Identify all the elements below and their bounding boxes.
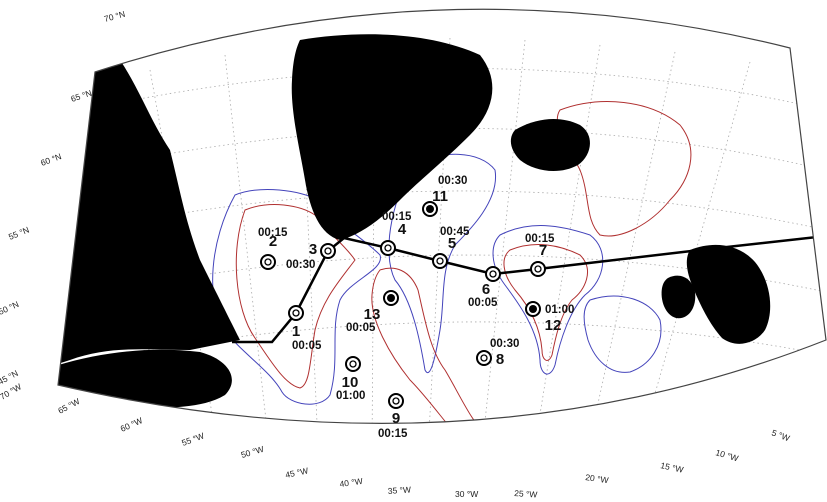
lon-label-60: 60 °W	[119, 415, 144, 434]
station-time: 01:00	[545, 304, 574, 316]
station-marker-dot	[349, 360, 357, 368]
latitude-labels: 70 °N 65 °N 60 °N 55 °N 50 °N 45 °N	[0, 9, 126, 387]
station-marker-dot	[292, 309, 300, 317]
station-marker-dot	[264, 258, 272, 266]
station-marker-ring	[388, 393, 404, 409]
lon-label-50: 50 °W	[240, 444, 265, 460]
station-1: 100:05	[288, 305, 322, 352]
station-number: 1	[292, 323, 300, 340]
station-time: 00:15	[378, 428, 408, 440]
station-9: 900:15	[378, 393, 408, 440]
lon-label-30: 30 °W	[455, 489, 478, 499]
lon-label-15: 15 °W	[660, 460, 685, 475]
station-number: 4	[398, 221, 407, 238]
lon-label-25: 25 °W	[514, 488, 538, 500]
station-number: 9	[392, 410, 400, 427]
lon-label-45: 45 °W	[284, 465, 309, 480]
station-marker-dot	[387, 294, 395, 302]
station-time: 01:00	[336, 390, 365, 402]
station-4: 400:15	[380, 211, 412, 256]
lon-label-55: 55 °W	[180, 431, 205, 448]
lon-label-35: 35 °W	[387, 484, 411, 496]
greenland-landmass	[291, 34, 493, 240]
lat-label-55: 55 °N	[7, 225, 31, 242]
station-markers: 100:05200:15300:30400:15500:45600:05700:…	[258, 175, 574, 440]
station-time: 00:30	[490, 338, 519, 350]
lon-label-10: 10 °W	[714, 447, 739, 463]
station-number: 6	[482, 281, 490, 298]
station-number: 5	[448, 235, 456, 252]
station-marker-dot	[534, 265, 542, 273]
station-time: 00:05	[346, 322, 376, 334]
britain-landmass	[686, 244, 771, 344]
lon-label-20: 20 °W	[585, 472, 609, 485]
lat-label-65: 65 °N	[70, 88, 93, 104]
station-marker-dot	[426, 205, 434, 213]
lat-label-50: 50 °N	[0, 299, 20, 317]
iceland-landmass	[510, 118, 590, 172]
contour-blue-east	[492, 225, 604, 375]
bathymetry-contours	[212, 101, 692, 424]
contour-blue-rockall	[583, 295, 662, 373]
station-5: 500:45	[432, 226, 470, 269]
station-marker-ring	[530, 261, 546, 277]
station-marker-ring	[380, 240, 396, 256]
station-number: 12	[545, 317, 562, 334]
contour-red-east	[503, 244, 588, 361]
station-marker-dot	[384, 244, 392, 252]
lon-label-65: 65 °W	[56, 396, 81, 416]
station-marker-ring	[288, 305, 304, 321]
station-7: 700:15	[525, 233, 555, 277]
station-marker-dot	[436, 257, 444, 265]
lon-label-40: 40 °W	[339, 476, 363, 489]
station-marker-ring	[345, 356, 361, 372]
station-marker-dot	[480, 354, 488, 362]
station-number: 10	[342, 374, 359, 391]
station-8: 800:30	[476, 338, 519, 368]
station-marker-dot	[489, 270, 497, 278]
station-marker-dot	[392, 397, 400, 405]
station-time: 00:30	[438, 175, 467, 187]
station-time: 00:15	[258, 227, 288, 239]
labrador-landmass	[58, 60, 240, 380]
ireland-landmass	[661, 275, 696, 319]
contour-red-midatlantic	[371, 267, 493, 424]
station-marker-ring	[260, 254, 276, 270]
station-marker-dot	[324, 247, 332, 255]
station-marker-ring	[476, 350, 492, 366]
station-2: 200:15	[258, 227, 288, 270]
station-number: 8	[496, 351, 504, 368]
lon-label-5: 5 °W	[770, 427, 791, 443]
contour-red-northeast	[556, 101, 692, 237]
land-masses	[58, 34, 771, 424]
station-number: 11	[432, 188, 448, 205]
station-marker-ring	[432, 253, 448, 269]
station-marker-ring	[320, 243, 336, 259]
station-marker-dot	[529, 305, 537, 313]
station-time: 00:15	[525, 233, 555, 245]
station-number: 7	[539, 242, 547, 259]
station-time: 00:05	[292, 340, 322, 352]
station-time: 00:30	[286, 259, 315, 271]
station-marker-ring	[485, 266, 501, 282]
station-number: 13	[364, 306, 381, 323]
station-3: 300:30	[286, 241, 336, 271]
station-time: 00:45	[440, 226, 470, 238]
contour-blue-irminger	[388, 153, 496, 373]
map-frame	[57, 8, 827, 424]
station-6: 600:05	[468, 266, 501, 309]
lat-label-70: 70 °N	[103, 9, 126, 24]
lat-label-60: 60 °N	[39, 151, 62, 168]
station-number: 2	[269, 233, 277, 250]
station-time: 00:15	[382, 211, 412, 223]
station-number: 3	[309, 241, 317, 258]
station-time: 00:05	[468, 297, 498, 309]
